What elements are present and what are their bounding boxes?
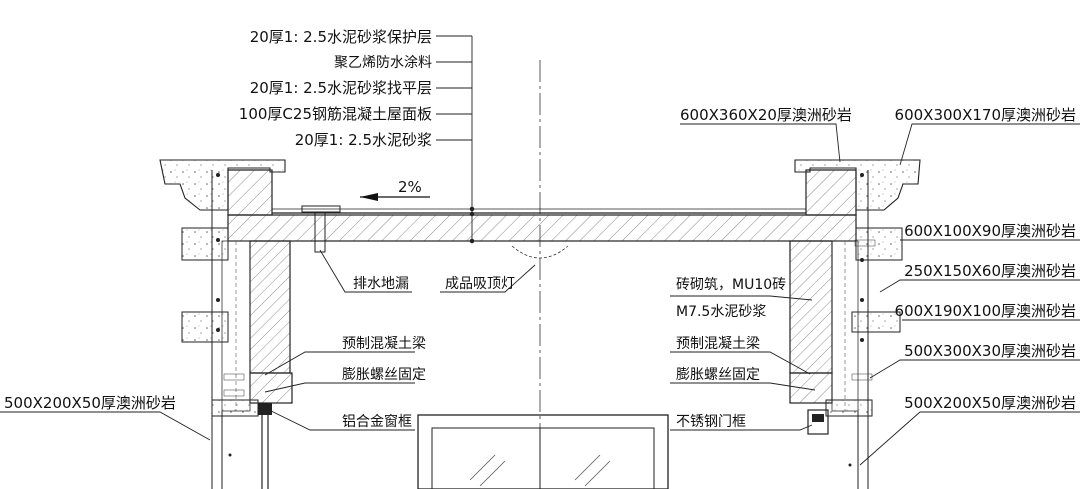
slope-text: 2% <box>398 178 422 196</box>
left-wall <box>211 170 293 489</box>
layer-label: 20厚1: 2.5水泥砂浆保护层 <box>250 28 432 46</box>
stone-anchor-tags <box>223 239 876 397</box>
floor-drain <box>301 205 341 253</box>
right-coping-stone <box>794 159 921 417</box>
drain-label: 排水地漏 <box>353 276 409 292</box>
stainless-door-frame <box>807 409 829 435</box>
anchor-dots <box>216 173 864 467</box>
layer-labels: 20厚1: 2.5水泥砂浆保护层 聚乙烯防水涂料 20厚1: 2.5水泥砂浆找平… <box>239 28 432 149</box>
stone-label: 500X300X30厚澳洲砂岩 <box>904 342 1076 360</box>
left-leaders <box>0 249 536 441</box>
bolt-label-left: 膨胀螺丝固定 <box>342 366 426 383</box>
beam-label-right: 预制混凝土梁 <box>676 336 760 352</box>
window-label: 铝合金窗框 <box>342 413 412 430</box>
beam-label-left: 预制混凝土梁 <box>342 336 426 352</box>
layer-label: 100厚C25钢筋混凝土屋面板 <box>239 105 432 123</box>
brick-label-1: 砖砌筑，MU10砖 <box>676 277 786 293</box>
left-labels: 排水地漏 成品吸顶灯 预制混凝土梁 膨胀螺丝固定 铝合金窗框 500X200X5… <box>4 276 515 430</box>
layer-leaders <box>436 35 475 244</box>
stone-label: 600X190X100厚澳洲砂岩 <box>895 302 1076 320</box>
left-coping-stone <box>159 159 286 417</box>
layer-label: 20厚1: 2.5水泥砂浆找平层 <box>250 79 432 97</box>
brick-label-2: M7.5水泥砂浆 <box>676 304 766 320</box>
layer-label: 20厚1: 2.5水泥砂浆 <box>295 131 432 149</box>
stone-label: 600X100X90厚澳洲砂岩 <box>904 222 1076 240</box>
bolt-label-right: 膨胀螺丝固定 <box>676 366 760 383</box>
aluminum-window-frame <box>258 403 272 489</box>
stone-label: 600X300X170厚澳洲砂岩 <box>895 106 1076 124</box>
roof-slab <box>227 169 857 242</box>
door-label: 不锈钢门框 <box>676 414 746 430</box>
right-labels: 砖砌筑，MU10砖 M7.5水泥砂浆 预制混凝土梁 膨胀螺丝固定 不锈钢门框 <box>676 277 786 430</box>
stone-label: 250X150X60厚澳洲砂岩 <box>904 262 1076 280</box>
layer-label: 聚乙烯防水涂料 <box>334 55 432 71</box>
ceiling-light <box>511 245 569 259</box>
light-label: 成品吸顶灯 <box>445 276 515 292</box>
window-elevation <box>417 414 669 489</box>
right-leaders <box>670 123 1080 466</box>
stone-label-left: 500X200X50厚澳洲砂岩 <box>4 394 176 412</box>
slope-arrow: 2% <box>360 178 430 201</box>
stone-label: 600X360X20厚澳洲砂岩 <box>680 106 852 124</box>
stone-labels: 600X360X20厚澳洲砂岩 600X300X170厚澳洲砂岩 600X100… <box>680 106 1076 412</box>
right-wall <box>789 170 869 489</box>
stone-label: 500X200X50厚澳洲砂岩 <box>904 394 1076 412</box>
